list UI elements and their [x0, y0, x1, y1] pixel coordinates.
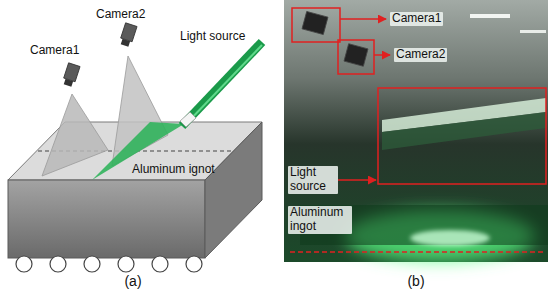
camera2-body — [119, 23, 137, 48]
light-source-label: Light source — [180, 30, 245, 44]
camera1-view — [42, 94, 108, 176]
photo-ground — [284, 0, 548, 262]
schematic — [8, 23, 262, 272]
camera-label: Camera1 — [30, 44, 79, 58]
leader-arrow — [338, 179, 376, 181]
ceiling-lamp — [520, 30, 546, 33]
panel-letter: (a) — [124, 273, 141, 289]
leader-arrow — [374, 54, 390, 56]
rollers — [16, 256, 202, 272]
light-source-shade — [382, 112, 546, 150]
lit-spot — [410, 230, 490, 246]
highlight-box — [292, 8, 340, 42]
ingot-label: Aluminum ignot — [132, 163, 215, 177]
leader-arrow — [340, 18, 386, 20]
highlight-box — [378, 88, 546, 184]
camera-label: Camera2 — [394, 48, 447, 62]
highlight-box — [338, 40, 374, 74]
panel-letter: (b) — [407, 273, 424, 289]
ingot-dashed-line — [290, 251, 546, 253]
camera1-body — [62, 63, 80, 88]
ingot-side-face — [205, 122, 262, 258]
light-source-bar — [182, 42, 262, 126]
camera-label: Camera1 — [390, 12, 443, 26]
camera-label: Camera2 — [96, 8, 145, 22]
ingot-front-face — [8, 180, 205, 258]
light-source-highlight — [186, 45, 262, 124]
light-source-lens — [180, 112, 196, 127]
photo — [284, 0, 548, 262]
ceiling-lamp — [470, 14, 510, 18]
ingot-label: Aluminum ingot — [288, 206, 352, 234]
light-source-label: Light source — [288, 166, 338, 194]
